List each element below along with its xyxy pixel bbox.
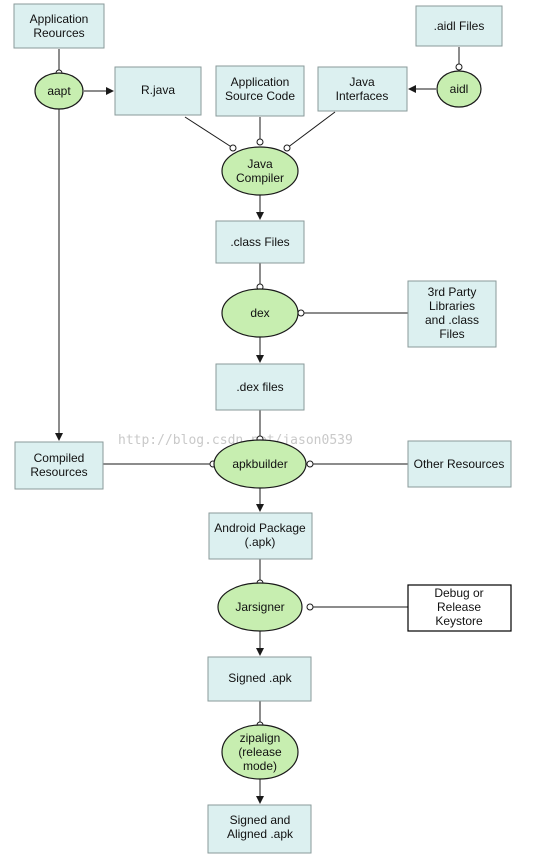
node-label-line: zipalign [240, 731, 281, 745]
node-aidl-files: .aidl Files [415, 5, 503, 47]
node-label-line: Signed .apk [228, 671, 292, 685]
node-label-line: Java [247, 157, 273, 171]
node-label-line: Libraries [429, 299, 475, 313]
node-label-line: Android Package [214, 521, 306, 535]
node-other-resources: Other Resources [407, 440, 512, 488]
node-label-line: Debug or [434, 586, 483, 600]
node-label-line: Reources [33, 26, 84, 40]
node-label-line: Source Code [225, 89, 295, 103]
node-label-line: .dex files [236, 380, 283, 394]
node-label-line: Keystore [435, 614, 483, 628]
connector-dot [306, 460, 314, 468]
node-label-line: (.apk) [245, 535, 276, 549]
node-label-line: apkbuilder [232, 457, 287, 471]
connector-dot [455, 63, 463, 71]
node-label-line: Interfaces [336, 89, 389, 103]
node-label-line: Compiled [34, 451, 85, 465]
edge-rjava-compiler [184, 116, 234, 149]
connector-dot [229, 144, 237, 152]
node-label-line: 3rd Party [428, 285, 477, 299]
node-r-java: R.java [114, 66, 202, 116]
node-label-line: .aidl Files [434, 19, 485, 33]
node-label-line: Application [30, 12, 89, 26]
node-label-line: dex [250, 306, 269, 320]
node-aidl: aidl [436, 70, 482, 108]
edge-interfaces-compiler [286, 111, 336, 149]
node-label-line: Java [349, 75, 375, 89]
watermark-text: http://blog.csdn.net/jason0539 [118, 433, 353, 448]
node-label-line: aidl [450, 82, 469, 96]
node-label-line: Files [439, 327, 464, 341]
connector-dot [306, 603, 314, 611]
connector-dot [256, 138, 264, 146]
node-label-line: Aligned .apk [227, 827, 294, 841]
node-label-line: Compiler [236, 171, 284, 185]
node-android-package: Android Package(.apk) [208, 512, 313, 560]
node-label-line: aapt [47, 84, 71, 98]
node-label-line: mode) [243, 759, 277, 773]
node-label-line: (release [238, 745, 282, 759]
node-signed-apk: Signed .apk [207, 656, 312, 702]
node-label-line: Jarsigner [235, 600, 284, 614]
node-label-line: Application [231, 75, 290, 89]
node-jarsigner: Jarsigner [217, 582, 303, 632]
node-label-line: R.java [141, 83, 175, 97]
node-label-line: Release [437, 600, 481, 614]
connector-dot [283, 144, 291, 152]
node-apkbuilder: apkbuilder [213, 439, 307, 489]
node-dex-files: .dex files [215, 363, 305, 411]
node-dex: dex [221, 288, 299, 338]
node-label-line: and .class [425, 313, 479, 327]
node-aapt: aapt [34, 72, 84, 110]
node-label-line: Resources [30, 465, 87, 479]
node-label-line: Signed and [230, 813, 291, 827]
node-label-line: Other Resources [414, 457, 505, 471]
node-class-files: .class Files [215, 220, 305, 264]
connector-dot [297, 309, 305, 317]
node-label-line: .class Files [230, 235, 289, 249]
edges [55, 47, 463, 804]
